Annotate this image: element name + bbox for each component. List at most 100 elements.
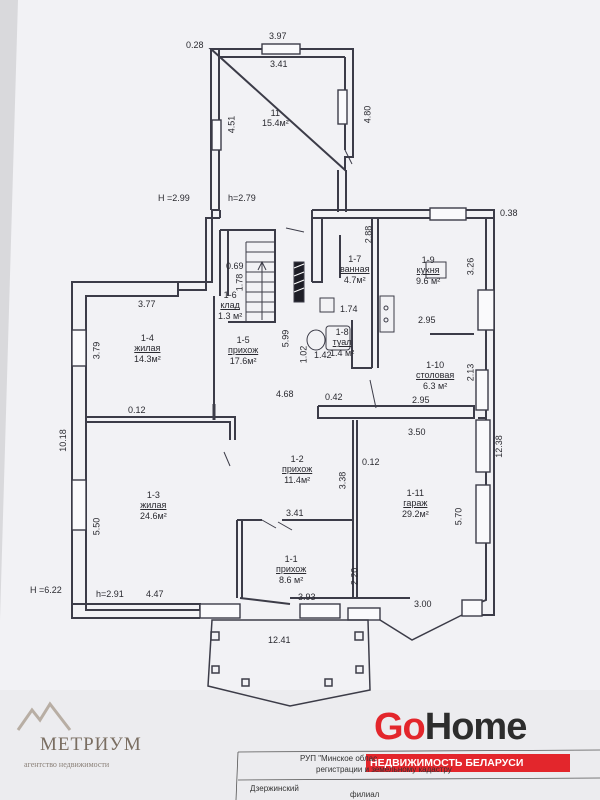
room-area: 24.6м² [140,510,167,521]
dim-label: 12.38 [493,435,504,458]
room-name: жилая [140,500,167,511]
room-name: жилая [134,343,161,354]
room-name: прихож [228,345,259,356]
room-area: 15.4м² [262,118,289,129]
room-label: 1-9 кухня 9.6 м² [416,255,440,286]
dim-label: 3.77 [138,299,156,309]
dim-label: 4.51 [226,115,237,134]
metrium-name: МЕТРИУМ [40,734,142,755]
dim-label: 0.28 [186,40,204,50]
room-area: 29.2м² [402,508,429,519]
dim-label: 2.95 [418,315,436,325]
room-id: 1-4 [140,333,154,343]
room-label: 1-10 столовая 6.3 м² [416,360,454,391]
room-label: 1-6 клад 1.3 м² [218,290,242,321]
room-id: 1-2 [290,454,304,464]
gohome-tagline: НЕДВИЖИМОСТЬ БЕЛАРУСИ [366,754,570,772]
dim-label: 3.26 [465,257,476,276]
gohome-go: Go [374,706,426,748]
doors [212,149,377,531]
height-label: h=2.79 [228,193,256,203]
room-name: столовая [416,370,455,381]
dim-label: 2.88 [363,225,374,244]
room-id: 1-9 [421,255,435,265]
room-area: 14.3м² [134,353,161,364]
dim-label: 3.41 [286,508,304,518]
dim-label: 0.12 [128,405,146,415]
room-name: прихож [276,564,307,575]
room-label: 1-11 гараж 29.2м² [402,488,429,519]
room-name: кухня [416,265,440,276]
room-id: 1-1 [284,554,298,564]
room-label: 1-5 прихож 17.6м² [228,335,258,366]
room-label: 1-3 жилая 24.6м² [140,490,167,521]
metrium-watermark: МЕТРИУМ агентство недвижимости [14,700,184,770]
stairs [245,241,275,322]
dim-label: 0.38 [500,208,518,218]
room-area: 4.7м² [343,274,366,285]
room-label: 1-7 ванная 4.7м² [340,254,370,285]
windows [71,43,495,621]
room-id: 11 [270,108,281,118]
room-id: 1-6 [223,290,237,300]
room-label: 1-1 прихож 8.6 м² [276,554,306,585]
height-label: H =2.99 [158,193,190,203]
dim-label: 1.74 [340,304,358,314]
room-name: прихож [282,464,313,475]
room-id: 1-3 [146,490,160,500]
room-area: 9.6 м² [416,275,441,286]
room-label: 11 15.4м² [262,108,289,129]
dim-label: 0.42 [325,392,343,402]
dim-label: 3.50 [408,427,426,437]
dim-label: 0.69 [226,261,244,271]
dim-label: 2.13 [465,363,476,382]
dim-label: 4.80 [362,105,373,124]
room-area: 1.4 м² [330,347,355,358]
room-name: туал [332,337,352,348]
dim-label: 5.50 [91,517,102,536]
dim-label: 4.68 [276,389,294,399]
room-area: 17.6м² [229,355,257,366]
room-label: 1-4 жилая 14.3м² [134,333,161,364]
stamp-line-1: РУП "Минское облас [300,754,378,763]
dim-label: 12.41 [268,635,291,645]
dim-label: 3.00 [414,599,432,609]
porch [207,614,463,707]
dim-label: 0.12 [362,457,380,467]
height-label: H =6.22 [30,585,62,595]
room-id: 1-8 [335,327,349,337]
dim-label: 1.78 [234,273,245,292]
dim-label: 3.79 [91,341,102,360]
stamp-line-3: Дзержинский [250,784,299,793]
room-area: 11.4м² [284,474,311,485]
dim-label: 3.41 [270,59,288,69]
fixtures [293,261,447,351]
stamp-frame [235,749,600,800]
dim-label: 1.42 [314,350,332,360]
height-label: h=2.91 [96,589,124,599]
dim-label: 2.20 [349,567,360,586]
dim-label: 3.38 [337,471,348,490]
room-name: клад [220,300,240,311]
room-name: гараж [403,498,428,509]
room-label: 1-8 туал 1.4 м² [330,327,354,358]
room-id: 1-11 [406,488,425,498]
stamp-line-4: филиал [350,790,380,799]
dim-label: 3.93 [298,592,316,602]
dim-label: 3.97 [269,31,287,41]
metrium-subtitle: агентство недвижимости [24,760,110,769]
room-id: 1-10 [426,360,445,370]
dim-label: 5.99 [280,329,291,348]
gohome-watermark: GoHome НЕДВИЖИМОСТЬ БЕЛАРУСИ [366,706,576,776]
dim-label: 1.02 [298,345,309,364]
dim-label: 2.95 [412,395,430,405]
stamp-line-2: регистрации и земельному кадастру [316,765,452,774]
dim-label: 4.47 [146,589,164,599]
room-name: ванная [340,264,370,275]
gohome-home: Home [424,706,528,748]
gohome-logo: GoHome [374,706,528,749]
room-id: 1-5 [236,335,250,345]
metrium-logo-icon [16,701,72,731]
